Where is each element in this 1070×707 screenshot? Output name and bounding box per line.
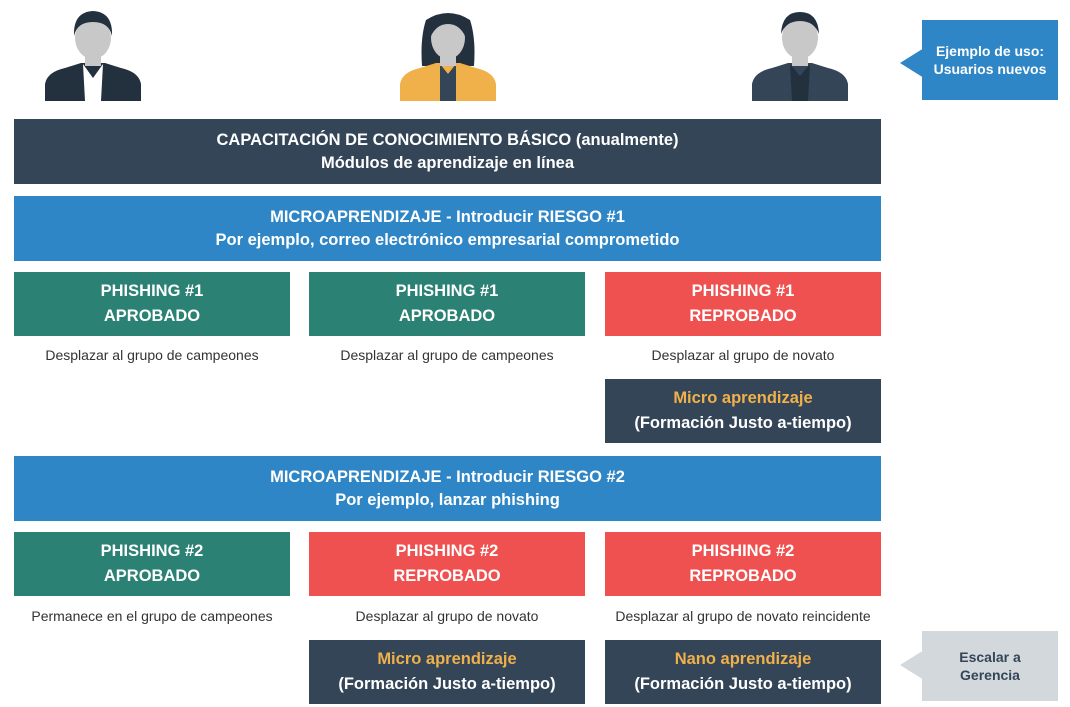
- phishing1-caption: Desplazar al grupo de campeones: [340, 347, 554, 363]
- phishing2-caption: Permanece en el grupo de campeones: [31, 608, 273, 624]
- phishing2-result-box: PHISHING #2 REPROBADO: [309, 532, 585, 596]
- phishing1-result-box: PHISHING #1 APROBADO: [309, 272, 585, 336]
- phishing1-result-box: PHISHING #1 APROBADO: [14, 272, 290, 336]
- micro-training-title: Micro aprendizaje: [673, 389, 813, 408]
- phishing2-result: APROBADO: [103, 567, 201, 585]
- micro-training-title: Micro aprendizaje: [377, 650, 517, 669]
- microlearning-risk2-example: Por ejemplo, lanzar phishing: [335, 490, 560, 509]
- microlearning-risk1-title: MICROAPRENDIZAJE - Introducir RIESGO #1: [270, 208, 625, 227]
- callout-arrow: [900, 48, 924, 78]
- microlearning-risk2-title: MICROAPRENDIZAJE - Introducir RIESGO #2: [270, 468, 625, 487]
- callout-example-usage: Ejemplo de uso: Usuarios nuevos: [922, 20, 1058, 100]
- phishing2-caption: Desplazar al grupo de novato reincidente: [615, 608, 871, 624]
- nano-training-box: Nano aprendizaje (Formación Justo a-tiem…: [605, 640, 881, 704]
- basic-training-title: CAPACITACIÓN DE CONOCIMIENTO BÁSICO (anu…: [216, 131, 679, 150]
- callout-arrow: [900, 650, 924, 680]
- nano-training-subtitle: (Formación Justo a-tiempo): [634, 675, 852, 693]
- phishing2-title: PHISHING #2: [691, 542, 795, 561]
- phishing1-result: APROBADO: [103, 307, 201, 325]
- phishing1-caption: Desplazar al grupo de campeones: [45, 347, 259, 363]
- basic-training-box: CAPACITACIÓN DE CONOCIMIENTO BÁSICO (anu…: [14, 119, 881, 184]
- micro-training-box: Micro aprendizaje (Formación Justo a-tie…: [605, 379, 881, 443]
- user-male-icon: [45, 11, 141, 101]
- phishing2-result: REPROBADO: [393, 567, 501, 585]
- phishing2-result: REPROBADO: [689, 567, 797, 585]
- phishing2-result-box: PHISHING #2 REPROBADO: [605, 532, 881, 596]
- phishing1-title: PHISHING #1: [395, 282, 499, 301]
- callout-escalate-text: Escalar a Gerencia: [959, 648, 1021, 683]
- phishing2-caption: Desplazar al grupo de novato: [355, 608, 539, 624]
- micro-training-subtitle: (Formación Justo a-tiempo): [634, 414, 852, 432]
- phishing2-result-box: PHISHING #2 APROBADO: [14, 532, 290, 596]
- phishing1-result: REPROBADO: [689, 307, 797, 325]
- phishing2-title: PHISHING #2: [395, 542, 499, 561]
- user-female-icon: [400, 13, 496, 101]
- phishing1-title: PHISHING #1: [100, 282, 204, 301]
- micro-training-subtitle: (Formación Justo a-tiempo): [338, 675, 556, 693]
- microlearning-risk1-box: MICROAPRENDIZAJE - Introducir RIESGO #1 …: [14, 196, 881, 261]
- micro-training-box: Micro aprendizaje (Formación Justo a-tie…: [309, 640, 585, 704]
- phishing1-result-box: PHISHING #1 REPROBADO: [605, 272, 881, 336]
- microlearning-risk2-box: MICROAPRENDIZAJE - Introducir RIESGO #2 …: [14, 456, 881, 521]
- microlearning-risk1-example: Por ejemplo, correo electrónico empresar…: [215, 230, 680, 249]
- nano-training-title: Nano aprendizaje: [674, 650, 812, 669]
- phishing1-title: PHISHING #1: [691, 282, 795, 301]
- callout-escalate: Escalar a Gerencia: [922, 631, 1058, 701]
- phishing1-result: APROBADO: [398, 307, 496, 325]
- basic-training-subtitle: Módulos de aprendizaje en línea: [320, 153, 575, 172]
- phishing1-caption: Desplazar al grupo de novato: [651, 347, 835, 363]
- callout-example-usage-text: Ejemplo de uso: Usuarios nuevos: [933, 42, 1047, 77]
- phishing2-title: PHISHING #2: [100, 542, 204, 561]
- user-male-icon: [752, 12, 848, 101]
